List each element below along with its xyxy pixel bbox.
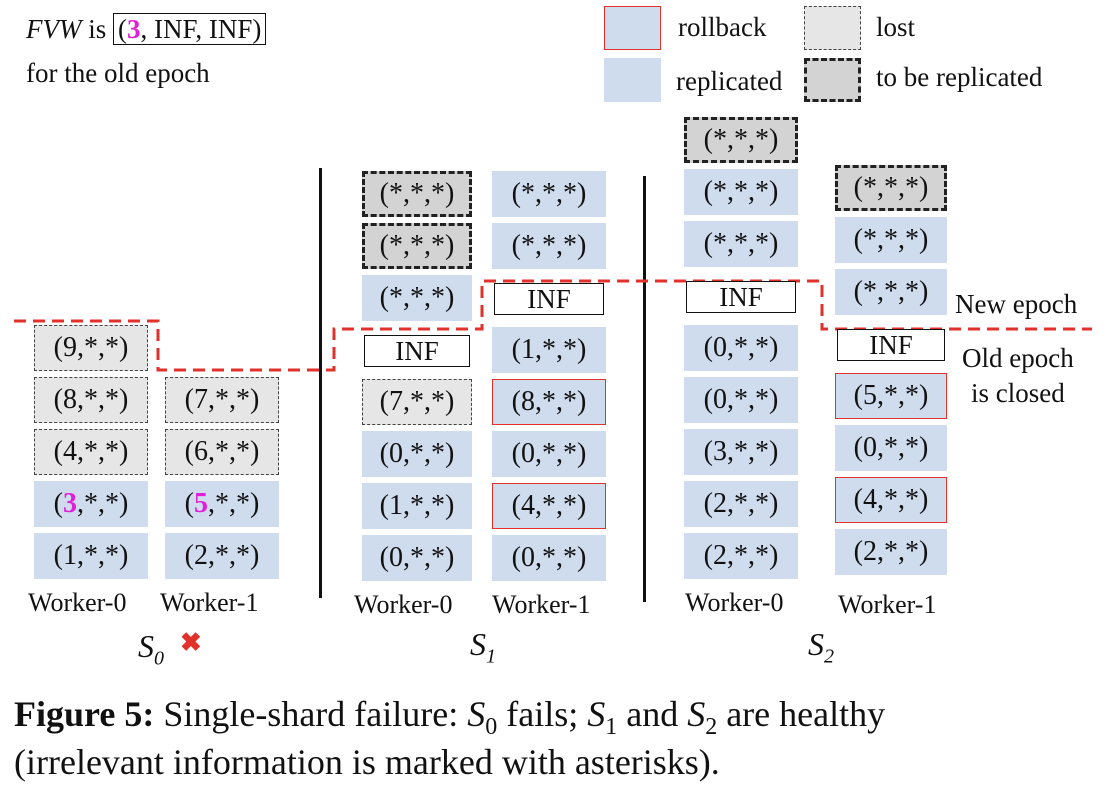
log-entry: (5,*,*) (165, 481, 279, 527)
log-entry: (2,*,*) (835, 529, 947, 575)
old-epoch-label-line1: Old epoch (962, 343, 1074, 373)
log-entry: (0,*,*) (492, 431, 606, 477)
log-entry: (6,*,*) (165, 429, 279, 475)
log-entry: (9,*,*) (34, 325, 148, 371)
log-entry: (*,*,*) (362, 171, 472, 217)
legend-lost-swatch (804, 6, 861, 50)
log-entry: (2,*,*) (684, 533, 798, 579)
fvw-note: FVW is (3, INF, INF) (26, 13, 267, 45)
inf-marker: INF (837, 329, 945, 361)
fvw-is: is (88, 14, 107, 44)
old-epoch-label-line2: is closed (971, 378, 1065, 408)
log-entry: (*,*,*) (835, 217, 947, 263)
worker-label: Worker-0 (354, 590, 453, 619)
log-entry: (2,*,*) (684, 481, 798, 527)
legend-to-be-replicated-label: to be replicated (876, 62, 1043, 92)
log-entry: (7,*,*) (165, 377, 279, 423)
inf-marker: INF (686, 281, 796, 313)
worker-label: Worker-1 (492, 590, 591, 619)
log-entry: (0,*,*) (684, 325, 798, 371)
log-entry: (1,*,*) (362, 483, 472, 529)
log-entry: (8,*,*) (492, 379, 606, 425)
legend-replicated-label: replicated (676, 66, 783, 96)
fvw-value-box: (3, INF, INF) (113, 13, 267, 45)
legend-rollback-swatch (604, 6, 661, 50)
log-entry: (*,*,*) (684, 169, 798, 215)
log-entry: (0,*,*) (362, 431, 472, 477)
log-entry: (3,*,*) (684, 429, 798, 475)
log-entry: (*,*,*) (684, 221, 798, 267)
log-entry: (3,*,*) (34, 481, 148, 527)
worker-label: Worker-0 (685, 588, 784, 617)
log-entry: (0,*,*) (362, 535, 472, 581)
log-entry: (0,*,*) (492, 535, 606, 581)
legend-to-be-replicated-swatch (804, 58, 861, 102)
shard-separator-s0-s1 (319, 168, 322, 598)
log-entry: (*,*,*) (492, 223, 606, 269)
log-entry: (1,*,*) (492, 327, 606, 373)
shard-separator-s1-s2 (643, 176, 646, 602)
legend-rollback-label: rollback (678, 12, 767, 42)
worker-label: Worker-0 (28, 588, 127, 617)
worker-label: Worker-1 (838, 590, 937, 619)
log-entry: (4,*,*) (492, 483, 606, 529)
log-entry: (*,*,*) (835, 269, 947, 315)
figure-caption-line1: Figure 5: Single-shard failure: S0 fails… (14, 694, 886, 741)
fvw-note-line2: for the old epoch (26, 58, 210, 88)
figure-caption-line2: (irrelevant information is marked with a… (14, 742, 720, 782)
worker-label: Worker-1 (160, 588, 259, 617)
shard-label-s1: S1 (470, 626, 496, 668)
log-entry: (0,*,*) (684, 377, 798, 423)
log-entry: (*,*,*) (362, 223, 472, 269)
shard-failed-icon: ✖ (180, 628, 202, 657)
log-entry: (7,*,*) (362, 379, 472, 425)
inf-marker: INF (494, 283, 604, 315)
log-entry: (5,*,*) (835, 373, 947, 419)
log-entry: (*,*,*) (835, 165, 947, 211)
legend-replicated-swatch (604, 58, 661, 102)
log-entry: (4,*,*) (34, 429, 148, 475)
highlighted-value: 5 (194, 488, 208, 519)
legend-lost-label: lost (876, 12, 916, 42)
log-entry: (*,*,*) (684, 117, 798, 163)
shard-label-s2: S2 (808, 626, 834, 668)
log-entry: (0,*,*) (835, 425, 947, 471)
highlighted-value: 3 (63, 488, 77, 519)
epoch-boundary-polyline (14, 279, 1092, 372)
new-epoch-label: New epoch (955, 289, 1078, 319)
inf-marker: INF (364, 335, 470, 367)
log-entry: (4,*,*) (835, 477, 947, 523)
shard-label-s0: S0 (138, 628, 164, 670)
log-entry: (8,*,*) (34, 377, 148, 423)
log-entry: (*,*,*) (492, 171, 606, 217)
log-entry: (1,*,*) (34, 533, 148, 579)
fvw-name: FVW (26, 14, 82, 44)
fvw-highlight: 3 (127, 14, 141, 44)
log-entry: (*,*,*) (362, 275, 472, 321)
log-entry: (2,*,*) (165, 533, 279, 579)
